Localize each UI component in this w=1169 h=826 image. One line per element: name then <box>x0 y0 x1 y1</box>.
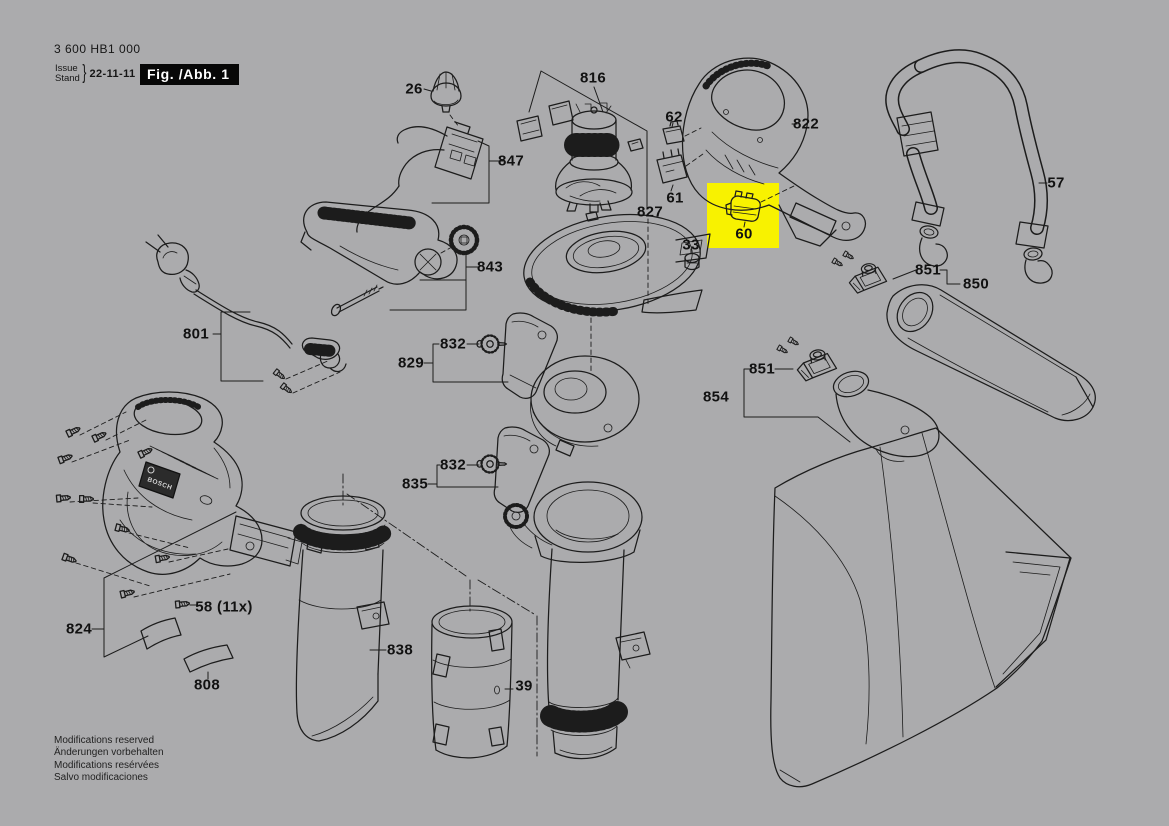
callout-829: 829 <box>398 354 424 372</box>
part-827-fan-cover-drawing <box>523 211 711 372</box>
part-816-motor-drawing <box>516 70 648 213</box>
callout-851-right: 851 <box>915 261 941 279</box>
part-854-bag-drawing <box>743 336 1072 788</box>
modifications-notice: Modifications reserved Änderungen vorbeh… <box>54 735 164 785</box>
issue-block: Issue Stand } 22-11-11 <box>55 62 136 85</box>
callout-832-upper: 832 <box>440 335 466 353</box>
callout-57: 57 <box>1047 174 1065 192</box>
figure-caption-badge: Fig. /Abb. 1 <box>140 64 239 85</box>
part-850-nozzle-drawing <box>831 250 1096 422</box>
callout-26: 26 <box>405 80 423 98</box>
callout-801: 801 <box>183 325 209 343</box>
callout-61: 61 <box>666 189 684 207</box>
callout-832-lower: 832 <box>440 456 466 474</box>
callout-843: 843 <box>477 258 503 276</box>
callout-33: 33 <box>682 236 700 254</box>
callout-838: 838 <box>387 641 413 659</box>
part-60-drawing <box>725 185 795 228</box>
callout-39: 39 <box>515 677 533 695</box>
notice-line-fr: Modifications resérvées <box>54 759 160 771</box>
issue-date: 22-11-11 <box>89 67 136 80</box>
part-847-switch-drawing <box>356 121 504 233</box>
callout-851-left: 851 <box>749 360 775 378</box>
part-801-cord-drawing <box>145 234 347 396</box>
callout-808: 808 <box>194 676 220 694</box>
issue-label-de: Stand <box>55 72 80 84</box>
issue-brace: } <box>82 62 87 84</box>
part-835-volute-drawing <box>427 426 651 760</box>
callout-835: 835 <box>402 475 428 493</box>
callout-60-highlighted: 60 <box>735 225 753 243</box>
part-61-drawing <box>656 148 704 192</box>
callout-850: 850 <box>963 275 989 293</box>
part-838-tube-drawing <box>293 473 467 742</box>
callout-827: 827 <box>637 203 663 221</box>
callout-824: 824 <box>66 620 92 638</box>
callout-822: 822 <box>793 115 819 133</box>
callout-854: 854 <box>703 388 729 406</box>
part-26-cap-drawing <box>423 71 462 128</box>
part-57-strap-drawing <box>885 49 1053 284</box>
part-824-housing-drawing: BOSCH <box>55 391 303 680</box>
part-822-housing-drawing <box>681 57 867 247</box>
notice-line-en: Modifications reserved <box>54 735 155 746</box>
callout-816: 816 <box>580 69 606 87</box>
callout-58: 58 (11x) <box>195 598 253 616</box>
callout-62: 62 <box>665 108 683 126</box>
model-number: 3 600 HB1 000 <box>54 42 141 56</box>
part-39-tube-drawing <box>431 579 538 759</box>
highlight-box-60 <box>707 183 779 248</box>
notice-line-es: Salvo modificaciones <box>54 772 148 784</box>
part-62-drawing <box>662 120 702 145</box>
part-829-volute-drawing <box>423 312 640 457</box>
callout-847: 847 <box>498 152 524 170</box>
part-843-handle-drawing <box>300 201 480 317</box>
notice-line-de: Änderungen vorbehalten <box>54 747 164 759</box>
issue-label-en: Issue <box>55 63 78 74</box>
